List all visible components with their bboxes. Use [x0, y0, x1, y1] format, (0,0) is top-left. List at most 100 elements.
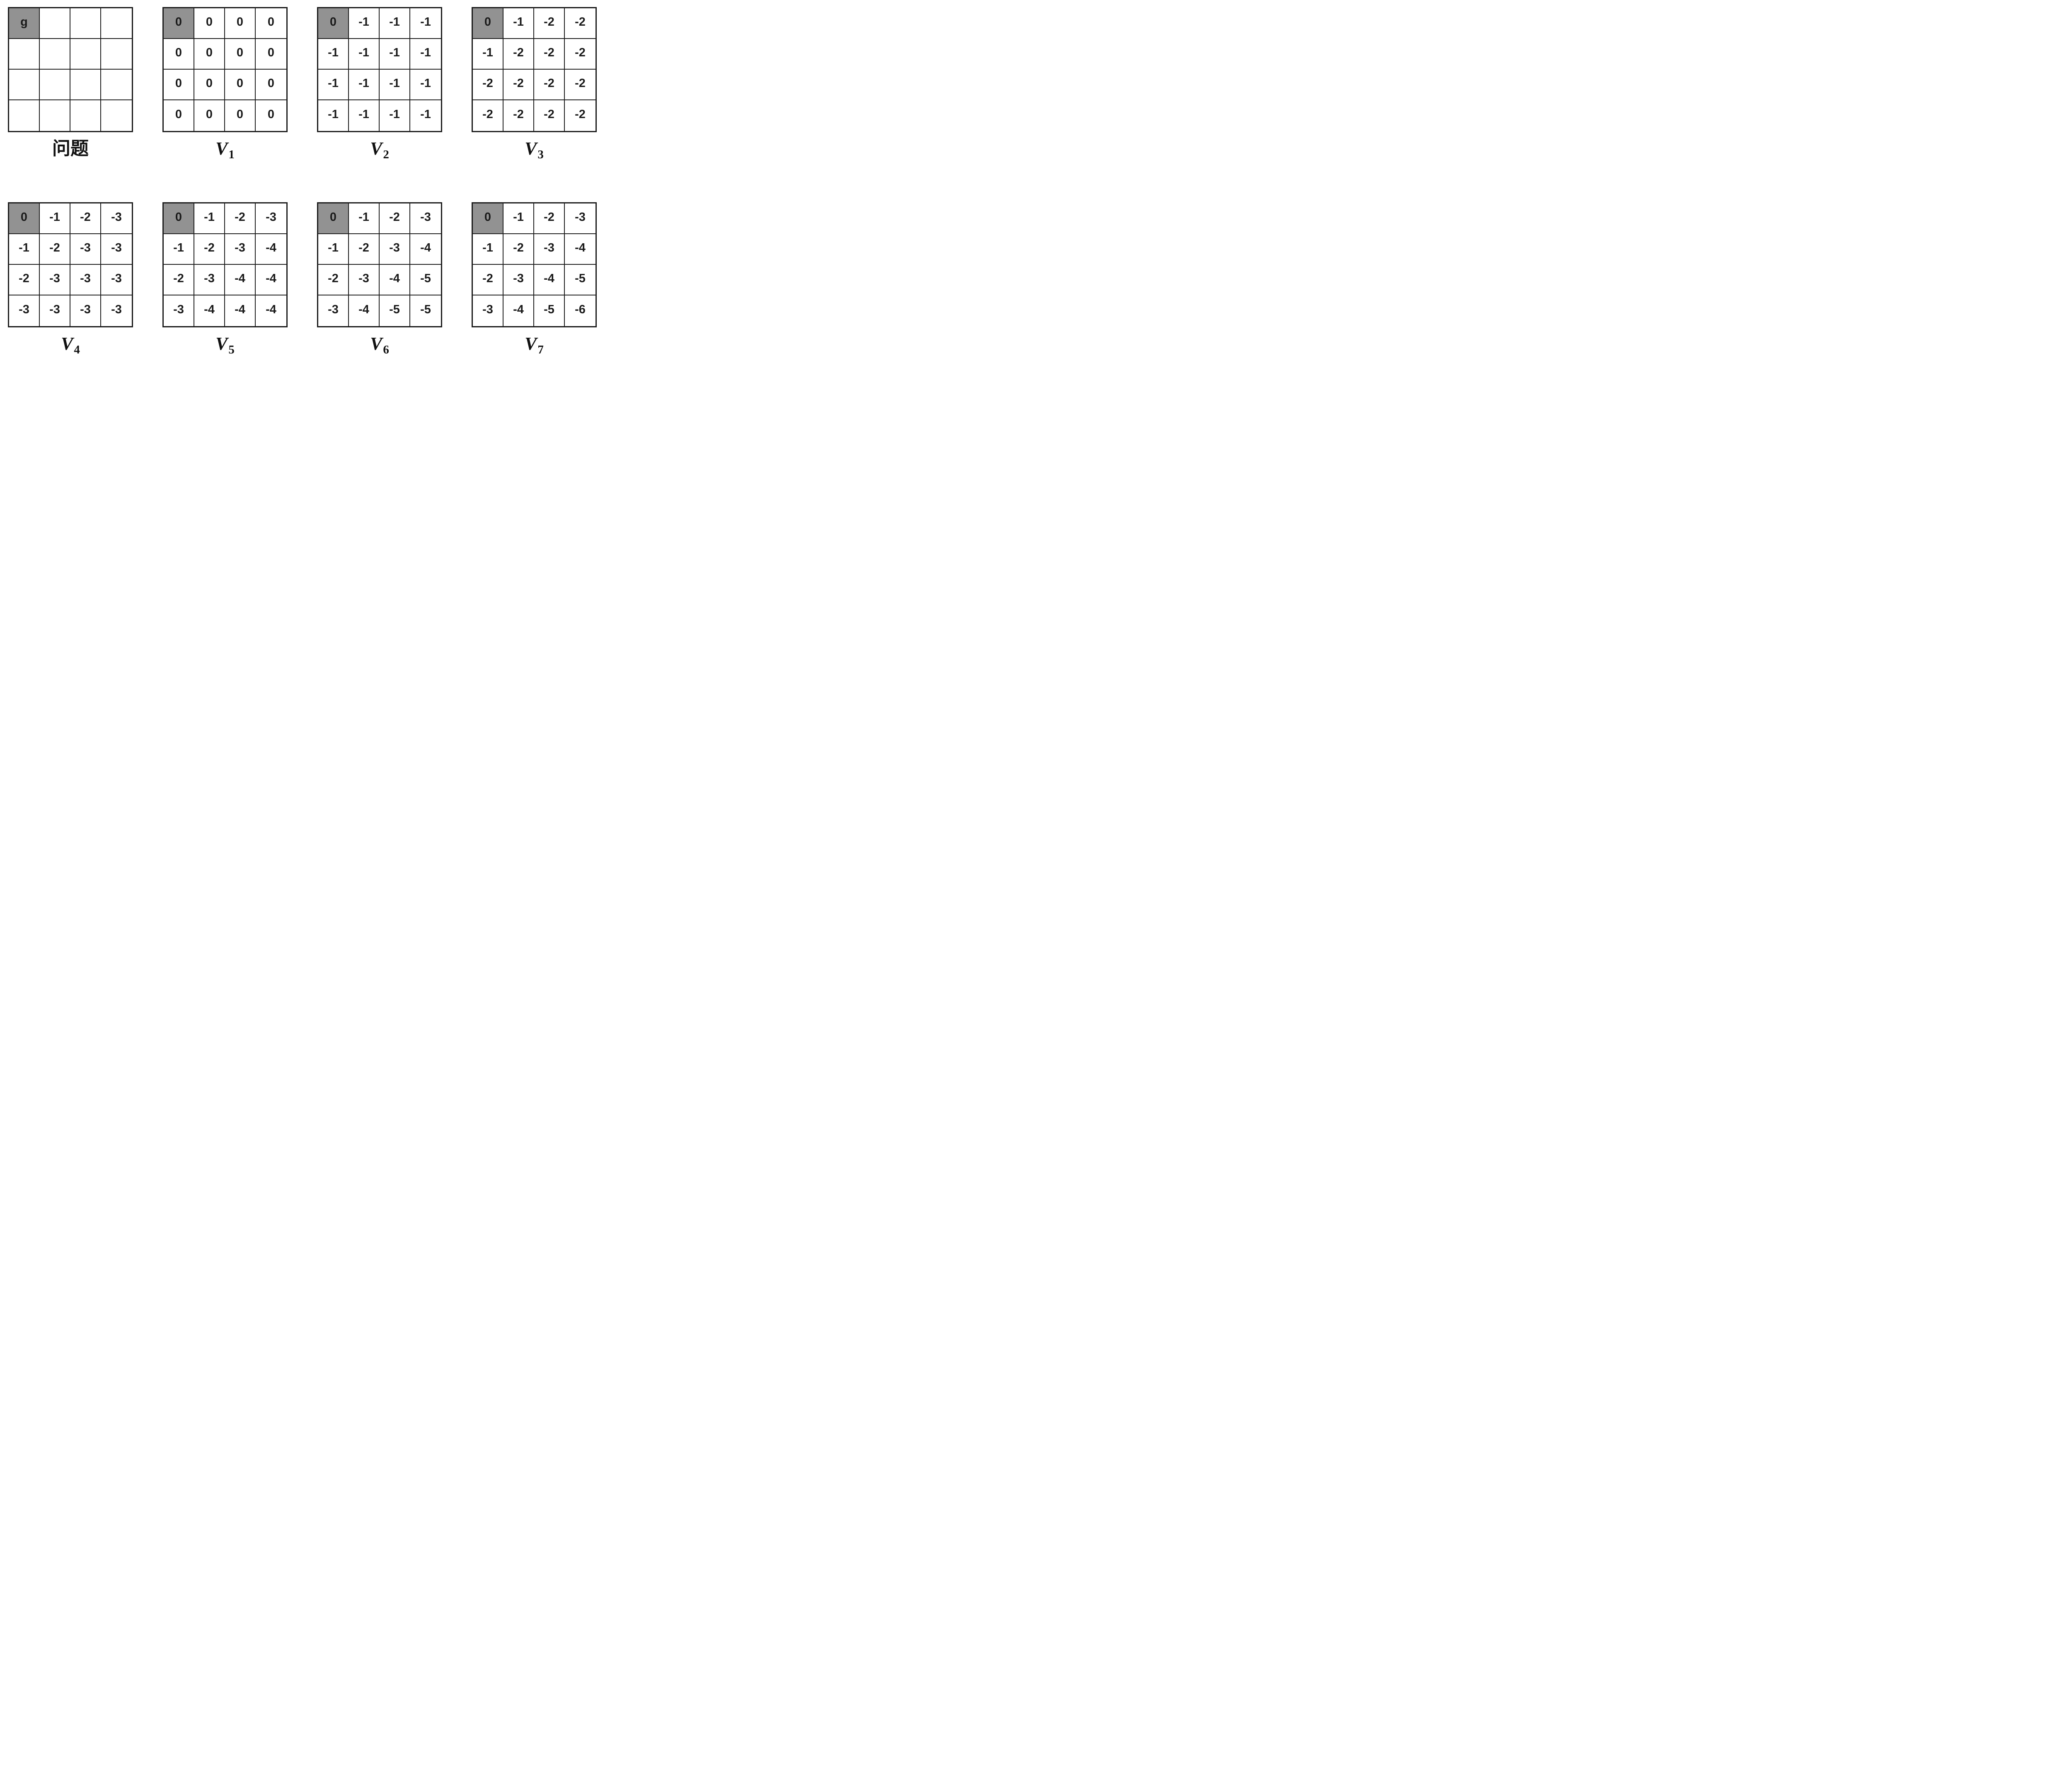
grid-cell: -2 [565, 8, 595, 39]
grid-cell: -3 [164, 295, 194, 326]
grid-cell: -3 [318, 295, 349, 326]
grid-cell: 0 [164, 100, 194, 131]
value-symbol-subscript: 5 [228, 343, 235, 356]
grid-cell: 0 [256, 8, 286, 39]
grid-cell: 0 [164, 70, 194, 100]
value-symbol-subscript: 3 [537, 148, 544, 161]
grid-cell: -3 [40, 265, 70, 295]
grid-cell: -2 [164, 265, 194, 295]
grid-cell: -1 [318, 100, 349, 131]
grid-cell: -1 [473, 234, 503, 265]
grid-cell [101, 8, 132, 39]
grid-cell: -1 [410, 39, 441, 70]
grid-cell: -2 [503, 39, 534, 70]
grid-cell: -5 [534, 295, 565, 326]
value-symbol: V [525, 334, 537, 354]
grid-cell: -5 [410, 265, 441, 295]
value-symbol-subscript: 2 [383, 148, 389, 161]
value-grid-v4: 0-1-2-3-1-2-3-3-2-3-3-3-3-3-3-3 [8, 202, 133, 327]
grid-cell: -1 [349, 39, 380, 70]
grid-cell: -2 [534, 203, 565, 234]
grid-cell: -1 [410, 70, 441, 100]
grid-cell: -2 [534, 8, 565, 39]
grid-cell: -1 [380, 39, 410, 70]
grid-cell: -2 [473, 265, 503, 295]
grid-cell: -1 [503, 203, 534, 234]
grid-cell: -3 [40, 295, 70, 326]
grid-cell [101, 70, 132, 100]
value-symbol-subscript: 4 [74, 343, 80, 356]
grid-cell: 0 [256, 70, 286, 100]
grid-cell [101, 100, 132, 131]
value-grid-problem: g [8, 7, 133, 132]
grid-cell: -1 [380, 100, 410, 131]
grid-cell: -3 [225, 234, 256, 265]
grid-cell: -1 [473, 39, 503, 70]
grid-cell: -2 [503, 100, 534, 131]
goal-cell: 0 [9, 203, 40, 234]
goal-cell: 0 [164, 203, 194, 234]
goal-cell: 0 [318, 203, 349, 234]
grid-cell: -1 [318, 234, 349, 265]
grid-cell: -4 [256, 234, 286, 265]
grid-cell: -2 [349, 234, 380, 265]
grid-cell: -1 [410, 8, 441, 39]
grid-cell: -1 [318, 70, 349, 100]
grid-cell: -2 [9, 265, 40, 295]
grid-cell [40, 8, 70, 39]
value-grid-v3: 0-1-2-2-1-2-2-2-2-2-2-2-2-2-2-2 [472, 7, 597, 132]
grid-cell: -2 [473, 70, 503, 100]
grid-cell: -4 [266, 303, 276, 316]
grid-cell: -4 [380, 265, 410, 295]
grid-cell: -1 [318, 39, 349, 70]
value-symbol: V [370, 138, 382, 159]
grid-cell: 0 [194, 70, 225, 100]
grid-cell: -3 [473, 295, 503, 326]
grid-cell: -2 [70, 203, 101, 234]
grid-cell: -4 [503, 295, 534, 326]
grid-cell [9, 100, 40, 131]
grid-cell: -4 [225, 295, 256, 326]
grid-cell: 0 [194, 8, 225, 39]
grid-cell: 0 [225, 70, 256, 100]
grid-cell: -3 [70, 295, 101, 326]
grid-cell: -2 [503, 234, 534, 265]
grid-cell: -4 [256, 265, 286, 295]
value-symbol: V [61, 334, 73, 354]
grid-cell: -5 [380, 295, 410, 326]
grid-cell: -4 [565, 234, 595, 265]
grid-caption: 问题 [52, 136, 89, 161]
grid-cell: -3 [111, 303, 122, 316]
grid-cell: 0 [194, 100, 225, 131]
value-grid-v5: 0-1-2-3-1-2-3-4-2-3-4-4-3-4-4-4 [162, 202, 288, 327]
goal-cell: 0 [473, 203, 503, 234]
grid-cell [9, 39, 40, 70]
grid-cell: -2 [225, 203, 256, 234]
value-symbol: V [215, 138, 228, 159]
grid-cell: -2 [380, 203, 410, 234]
grid-cell: -3 [9, 295, 40, 326]
goal-cell: 0 [473, 8, 503, 39]
grid-cell: -4 [410, 234, 441, 265]
value-symbol-subscript: 1 [228, 148, 235, 161]
grid-cell: -1 [503, 8, 534, 39]
value-symbol-subscript: 7 [537, 343, 544, 356]
grid-cell: -1 [380, 70, 410, 100]
grid-cell: 0 [256, 39, 286, 70]
